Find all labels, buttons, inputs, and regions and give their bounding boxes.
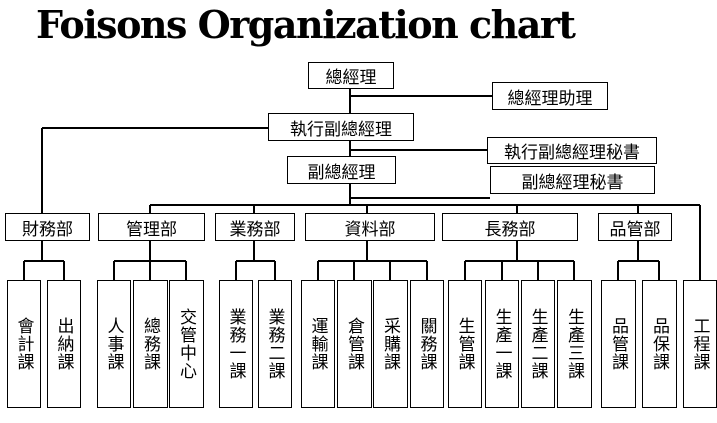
box-vice-president: 副總經理: [287, 156, 396, 184]
section-label: 關務課: [416, 317, 437, 371]
section-label: 業務一課: [225, 308, 246, 380]
box-evp-secretary: 執行副總經理秘書: [487, 137, 657, 164]
section-label: 生產一課: [491, 308, 512, 380]
section-box: 業務一課: [219, 280, 253, 408]
box-general-manager: 總經理: [308, 62, 394, 89]
section-box: 工程課: [683, 280, 717, 408]
section-label: 交管中心: [176, 308, 196, 380]
section-box: 生管課: [448, 280, 482, 408]
section-label: 出納課: [53, 317, 74, 371]
section-label: 業務二課: [264, 308, 285, 380]
section-box: 總務課: [133, 280, 168, 408]
box-gm-assistant: 總經理助理: [492, 82, 608, 110]
section-label: 人事課: [103, 317, 124, 371]
section-box: 業務二課: [258, 280, 292, 408]
section-label: 工程課: [689, 317, 710, 371]
section-box: 品保課: [642, 280, 677, 408]
section-label: 品管課: [608, 317, 628, 371]
dept-sales: 業務部: [215, 213, 295, 241]
dept-data: 資料部: [305, 213, 435, 241]
section-label: 會計課: [13, 317, 34, 371]
box-executive-vp: 執行副總經理: [268, 113, 414, 141]
section-box: 品管課: [601, 280, 636, 408]
section-label: 生產二課: [527, 308, 548, 380]
section-box: 采購課: [373, 280, 408, 408]
section-label: 采購課: [380, 317, 400, 371]
section-box: 關務課: [410, 280, 444, 408]
section-label: 總務課: [140, 317, 160, 371]
section-label: 生管課: [454, 317, 475, 371]
section-label: 運輸課: [307, 317, 328, 371]
dept-finance: 財務部: [5, 213, 90, 241]
chart-title: Foisons Organization chart: [36, 2, 576, 47]
section-box: 生產二課: [521, 280, 555, 408]
section-box: 會計課: [7, 280, 41, 408]
dept-management: 管理部: [98, 213, 205, 241]
section-box: 運輸課: [301, 280, 335, 408]
dept-quality: 品管部: [598, 213, 672, 241]
section-label: 品保課: [649, 317, 669, 371]
section-box: 交管中心: [169, 280, 204, 408]
section-label: 倉管課: [344, 317, 364, 371]
section-box: 生產一課: [485, 280, 519, 408]
section-box: 人事課: [97, 280, 131, 408]
section-box: 生產三課: [557, 280, 592, 408]
section-label: 生產三課: [564, 308, 584, 380]
section-box: 倉管課: [337, 280, 372, 408]
box-vp-secretary: 副總經理秘書: [490, 166, 655, 194]
section-box: 出納課: [47, 280, 81, 408]
dept-production: 長務部: [442, 213, 578, 241]
